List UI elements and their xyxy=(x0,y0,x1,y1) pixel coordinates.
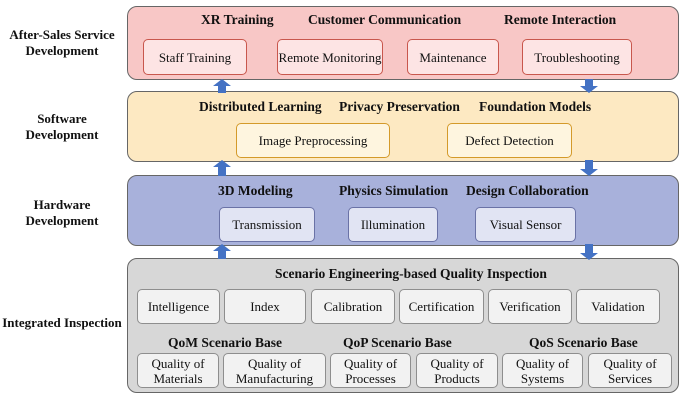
box-defect-detection: Defect Detection xyxy=(447,123,572,158)
qop-base-label: QoP Scenario Base xyxy=(343,335,452,350)
box-staff-training: Staff Training xyxy=(143,39,247,75)
label-software: Software Development xyxy=(25,111,99,142)
box-intelligence: Intelligence xyxy=(137,289,220,324)
box-visual-sensor: Visual Sensor xyxy=(475,207,576,242)
box-illumination: Illumination xyxy=(348,207,438,242)
box-transmission: Transmission xyxy=(219,207,315,242)
box-quality-of-services: Quality of Services xyxy=(588,353,672,388)
box-validation: Validation xyxy=(576,289,660,324)
after-sales-header: Remote Interaction xyxy=(504,12,617,27)
qos-base-label: QoS Scenario Base xyxy=(529,335,638,350)
box-quality-of-manufacturing: Quality of Manufacturing xyxy=(223,353,326,388)
qom-base-label: QoM Scenario Base xyxy=(168,335,282,350)
box-index: Index xyxy=(224,289,306,324)
integrated-layer: Scenario Engineering-based Quality Inspe… xyxy=(127,258,679,393)
software-header: Distributed Learning xyxy=(199,99,322,114)
after-sales-layer: XR Training Customer Communication Remot… xyxy=(127,6,679,80)
box-calibration: Calibration xyxy=(311,289,395,324)
software-header: Foundation Models xyxy=(479,99,592,114)
box-quality-of-processes: Quality of Processes xyxy=(330,353,411,388)
hardware-header: 3D Modeling xyxy=(218,183,293,198)
up-arrow-icon xyxy=(213,244,231,259)
label-after-sales: After-Sales Service Development xyxy=(9,27,115,58)
box-quality-of-systems: Quality of Systems xyxy=(502,353,583,388)
box-quality-of-products: Quality of Products xyxy=(416,353,498,388)
box-certification: Certification xyxy=(399,289,484,324)
hardware-header: Design Collaboration xyxy=(466,183,589,198)
box-troubleshooting: Troubleshooting xyxy=(522,39,632,75)
box-remote-monitoring: Remote Monitoring xyxy=(277,39,383,75)
down-arrow-icon xyxy=(580,244,598,260)
box-quality-of-materials: Quality of Materials xyxy=(137,353,219,388)
box-maintenance: Maintenance xyxy=(407,39,499,75)
up-arrow-icon xyxy=(213,79,231,93)
box-verification: Verification xyxy=(488,289,572,324)
label-hardware: Hardware Development xyxy=(25,197,99,228)
hardware-header: Physics Simulation xyxy=(339,183,449,198)
up-arrow-icon xyxy=(213,160,231,176)
after-sales-header: XR Training xyxy=(201,12,274,27)
box-image-preprocessing: Image Preprocessing xyxy=(236,123,390,158)
label-integrated: Integrated Inspection xyxy=(2,315,122,330)
hardware-layer: 3D Modeling Physics Simulation Design Co… xyxy=(127,175,679,246)
down-arrow-icon xyxy=(580,79,598,93)
integrated-title: Scenario Engineering-based Quality Inspe… xyxy=(275,266,547,281)
down-arrow-icon xyxy=(580,160,598,176)
software-header: Privacy Preservation xyxy=(339,99,460,114)
after-sales-header: Customer Communication xyxy=(308,12,462,27)
software-layer: Distributed Learning Privacy Preservatio… xyxy=(127,91,679,162)
